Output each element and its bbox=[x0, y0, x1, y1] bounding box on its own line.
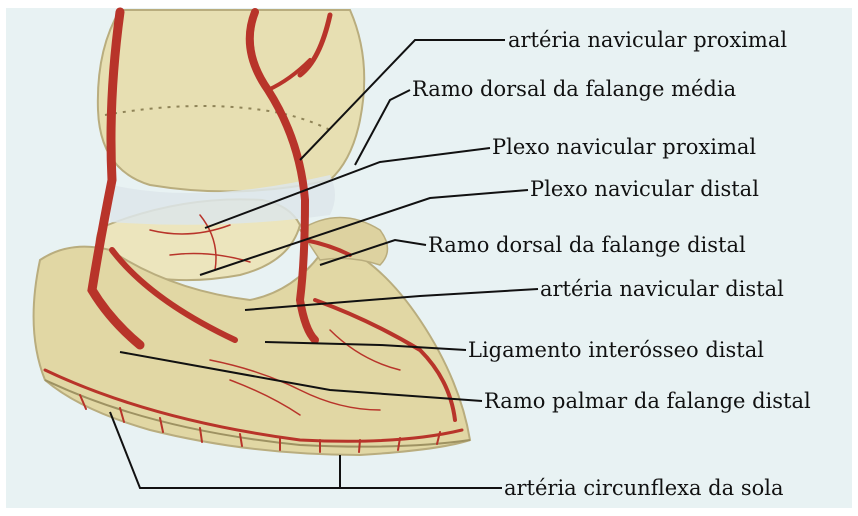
label-ramo-dorsal-falange-distal: Ramo dorsal da falange distal bbox=[428, 233, 746, 257]
label-ramo-palmar-falange-distal: Ramo palmar da falange distal bbox=[484, 389, 811, 413]
label-arteria-navicular-distal: artéria navicular distal bbox=[540, 277, 784, 301]
label-plexo-navicular-proximal: Plexo navicular proximal bbox=[492, 135, 756, 159]
label-arteria-circunflexa-sola: artéria circunflexa da sola bbox=[504, 476, 783, 500]
label-ramo-dorsal-falange-media: Ramo dorsal da falange média bbox=[412, 77, 736, 101]
label-arteria-navicular-proximal: artéria navicular proximal bbox=[508, 28, 787, 52]
label-ligamento-interosseo-distal: Ligamento interósseo distal bbox=[468, 338, 764, 362]
label-plexo-navicular-distal: Plexo navicular distal bbox=[530, 177, 759, 201]
